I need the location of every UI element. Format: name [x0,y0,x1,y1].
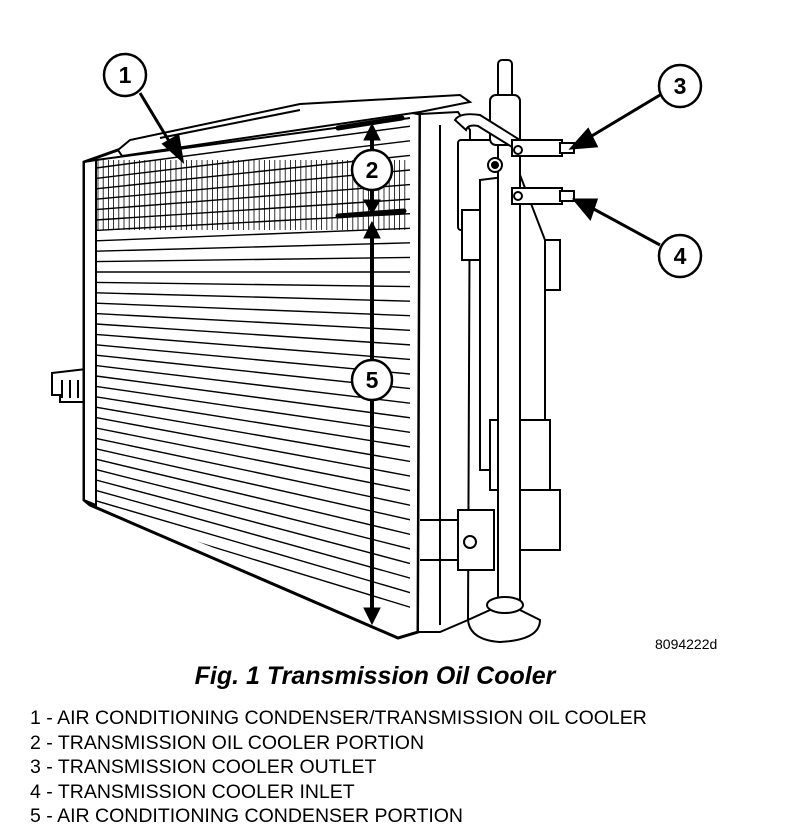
callout-4: 4 [657,233,703,279]
svg-text:2: 2 [366,157,379,183]
legend-item: 1 - AIR CONDITIONING CONDENSER/TRANSMISS… [30,707,647,729]
svg-text:5: 5 [366,367,379,393]
condenser-core [82,110,422,640]
cooler-illustration: 1 2 3 4 5 [51,52,703,644]
legend-item: 3 - TRANSMISSION COOLER OUTLET [30,756,377,778]
callout-5: 5 [350,358,394,402]
outlet-pipe [466,59,542,644]
legend-item: 5 - AIR CONDITIONING CONDENSER PORTION [30,805,464,827]
portion-markers [335,115,407,626]
leader-arrows [138,92,661,247]
legend-item: 4 - TRANSMISSION COOLER INLET [30,780,355,803]
callout-1: 1 [102,52,148,98]
callout-3: 3 [657,63,703,109]
legend-item: 2 - TRANSMISSION OIL COOLER PORTION [30,731,425,754]
svg-text:4: 4 [674,243,687,269]
figure-caption: Fig. 1 Transmission Oil Cooler [194,662,556,690]
legend-list: 1 - AIR CONDITIONING CONDENSER/TRANSMISS… [30,706,647,829]
figure-code: 8094222d [655,636,718,652]
callout-2: 2 [350,148,394,192]
svg-text:1: 1 [119,62,132,88]
svg-text:3: 3 [674,73,687,99]
